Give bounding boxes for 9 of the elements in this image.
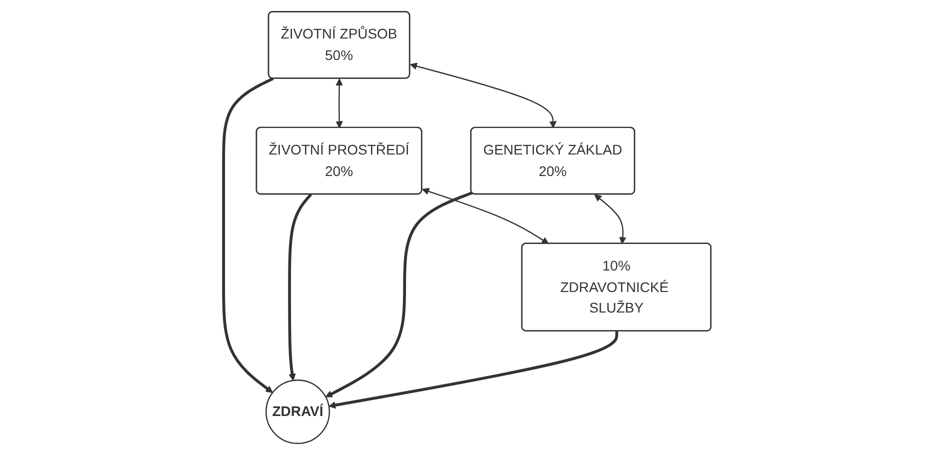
arrow <box>422 188 549 244</box>
arrow <box>335 78 343 128</box>
arrow <box>328 331 618 409</box>
arrow <box>288 193 312 381</box>
arrow <box>594 194 626 244</box>
arrow <box>325 191 472 398</box>
arrow <box>222 77 274 393</box>
arrow <box>410 62 556 128</box>
node-circle: ZDRAVÍ <box>265 380 330 444</box>
